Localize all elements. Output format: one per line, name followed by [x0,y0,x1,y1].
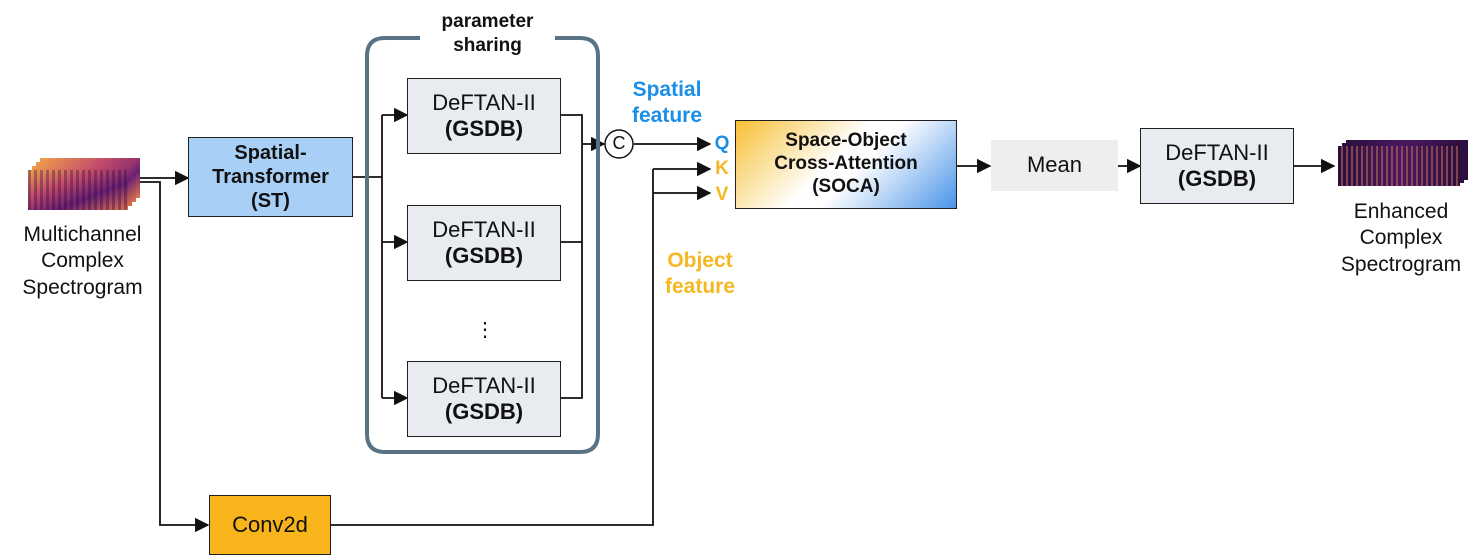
line-from-gsdb-1 [561,114,583,399]
output-spectrogram-icon [1338,140,1468,186]
gsdb-block-1: DeFTAN-II (GSDB) [407,78,561,154]
gsdb-block-2: DeFTAN-II (GSDB) [407,205,561,281]
input-spectrogram-icon [28,158,140,210]
line-conv2d-up [331,169,654,526]
mean-block: Mean [991,140,1118,191]
k-label: K [715,158,729,179]
concat-circle [604,129,634,159]
spatial-transformer-block: Spatial- Transformer (ST) [188,137,353,217]
input-label: Multichannel Complex Spectrogram [22,223,143,299]
gsdb-block-3: DeFTAN-II (GSDB) [407,361,561,437]
v-label: V [715,184,729,205]
arrow-input-down-to-conv2d [140,181,210,533]
soca-block: Space-Object Cross-Attention (SOCA) [735,120,957,209]
q-label: Q [714,133,730,154]
object-feature-label: Object feature [664,249,736,299]
conv2d-block: Conv2d [209,495,331,555]
final-gsdb-block: DeFTAN-II (GSDB) [1140,128,1294,204]
spatial-feature-label: Spatial feature [631,78,703,128]
concat-symbol: C [612,133,626,153]
parameter-sharing-label: parameter sharing [441,11,534,56]
ellipsis: ⋮ [475,319,495,341]
output-label: Enhanced Complex Spectrogram [1340,200,1462,276]
parameter-sharing-frame [365,36,600,454]
